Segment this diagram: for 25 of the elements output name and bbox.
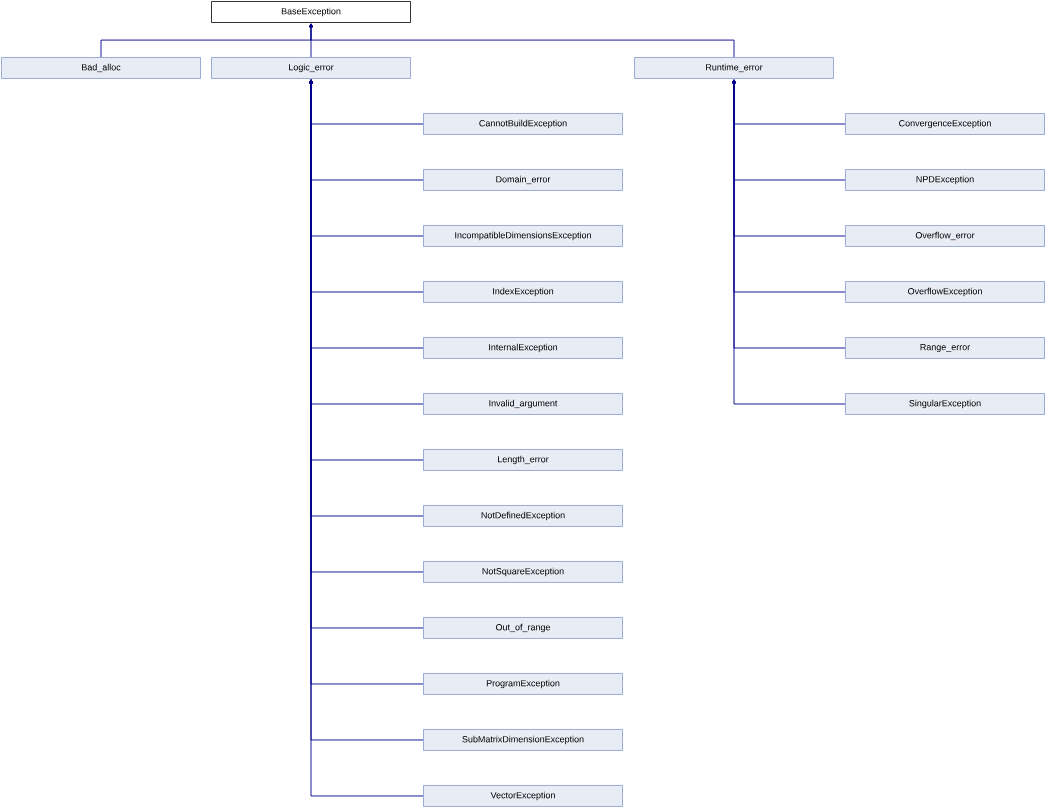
class-box: ConvergenceException xyxy=(845,113,1045,135)
class-box: IndexException xyxy=(423,281,623,303)
class-box: Logic_error xyxy=(211,57,411,79)
class-box: Out_of_range xyxy=(423,617,623,639)
class-box: ProgramException xyxy=(423,673,623,695)
class-box: Runtime_error xyxy=(634,57,834,79)
class-box: SubMatrixDimensionException xyxy=(423,729,623,751)
root-class-box: BaseException xyxy=(211,1,411,23)
class-box: Length_error xyxy=(423,449,623,471)
class-box: NPDException xyxy=(845,169,1045,191)
class-box: Bad_alloc xyxy=(1,57,201,79)
class-box: NotSquareException xyxy=(423,561,623,583)
class-box: Overflow_error xyxy=(845,225,1045,247)
class-box: OverflowException xyxy=(845,281,1045,303)
class-box: CannotBuildException xyxy=(423,113,623,135)
class-box: Domain_error xyxy=(423,169,623,191)
class-box: VectorException xyxy=(423,785,623,807)
class-box: IncompatibleDimensionsException xyxy=(423,225,623,247)
class-box: NotDefinedException xyxy=(423,505,623,527)
inheritance-arrow xyxy=(308,23,735,58)
class-box: Invalid_argument xyxy=(423,393,623,415)
inheritance-arrow xyxy=(731,79,846,405)
class-box: InternalException xyxy=(423,337,623,359)
class-box: SingularException xyxy=(845,393,1045,415)
class-box: Range_error xyxy=(845,337,1045,359)
